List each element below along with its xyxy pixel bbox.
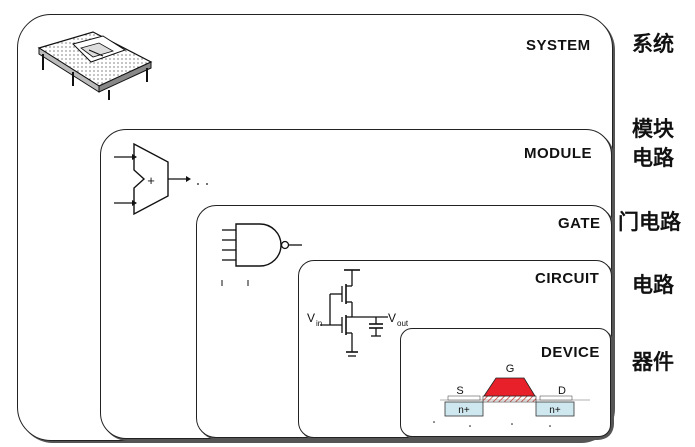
inverter-schematic: V in V out (307, 269, 409, 357)
adder-op-text: + (147, 173, 155, 188)
device-level-label: DEVICE (541, 344, 600, 361)
system-cn-label: 系统 (632, 32, 674, 56)
device-cn-label: 器件 (632, 350, 674, 374)
system-chip-illustration (37, 31, 153, 100)
vout-label: V (388, 311, 396, 325)
module-cn-label-line1: 模块 (632, 117, 674, 141)
module-level-label: MODULE (524, 145, 592, 162)
vin-label: V (307, 311, 315, 325)
gate-level-label: GATE (558, 215, 601, 232)
vin-subscript: in (316, 319, 322, 328)
n-plus-right-label: n+ (549, 405, 561, 416)
module-adder-symbol: + (114, 142, 208, 216)
circuit-cn-label: 电路 (632, 273, 674, 297)
gate-terminal-label: G (506, 363, 515, 375)
drain-terminal-label: D (558, 385, 566, 397)
vout-subscript: out (397, 319, 409, 328)
gate-cn-label: 门电路 (618, 210, 681, 234)
source-terminal-label: S (456, 385, 463, 397)
mosfet-cross-section: G S D n+ n+ (433, 363, 590, 427)
system-level-label: SYSTEM (526, 37, 591, 54)
n-plus-left-label: n+ (458, 405, 470, 416)
nand-gate-symbol (221, 223, 302, 286)
module-cn-label-line2: 电路 (632, 146, 674, 170)
circuit-level-label: CIRCUIT (535, 270, 600, 287)
